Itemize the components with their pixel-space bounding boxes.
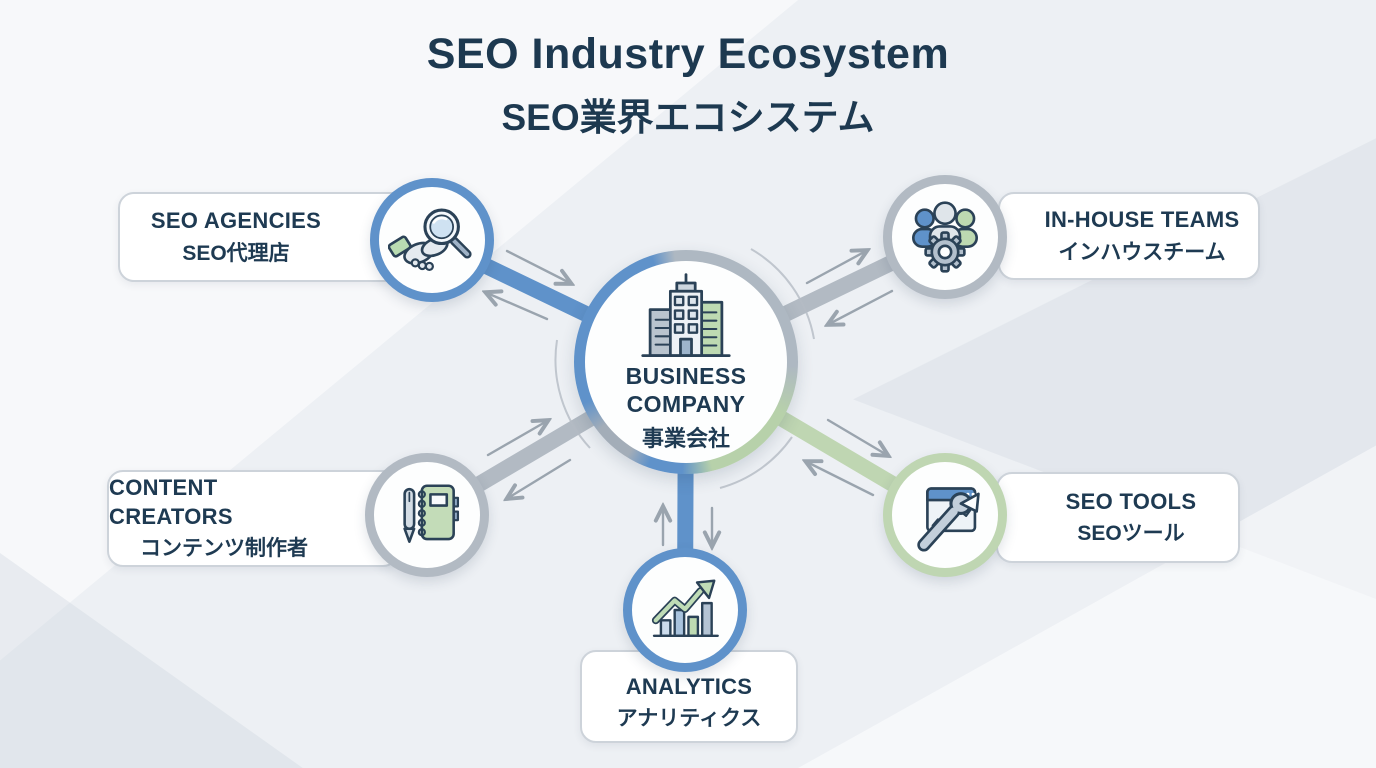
label-japanese: コンテンツ制作者 xyxy=(140,537,308,561)
handshake-search-icon xyxy=(388,208,472,272)
wrench-browser-icon xyxy=(917,487,980,552)
card-content-creators: CONTENT CREATORS コンテンツ制作者 xyxy=(107,470,399,567)
node-content-creators xyxy=(365,453,489,577)
title-english: SEO Industry Ecosystem xyxy=(426,30,950,78)
card-seo-tools: SEO TOOLS SEOツール xyxy=(996,472,1240,563)
title-japanese: SEO業界エコシステム xyxy=(501,97,875,138)
label-japanese: アナリティクス xyxy=(616,707,762,731)
arrow-to-center-from-agencies xyxy=(505,249,570,283)
label-english: IN-HOUSE TEAMS xyxy=(1044,207,1240,233)
node-business-company: BUSINESS COMPANY 事業会社 xyxy=(574,250,798,474)
pen-notebook-icon xyxy=(403,484,460,543)
center-label-english-2: COMPANY xyxy=(626,390,746,417)
team-gear-icon xyxy=(912,201,978,273)
arrow-to-center-from-inhouse xyxy=(829,289,894,324)
label-english: ANALYTICS xyxy=(625,673,753,699)
node-seo-agencies xyxy=(370,178,494,302)
card-seo-agencies: SEO AGENCIES SEO代理店 xyxy=(118,192,410,282)
arrow-to-creators xyxy=(508,458,572,498)
node-analytics xyxy=(623,548,747,672)
center-label-japanese: 事業会社 xyxy=(641,426,730,452)
label-japanese: SEO代理店 xyxy=(182,241,290,265)
center-label-english-1: BUSINESS xyxy=(625,362,747,389)
office-buildings-icon xyxy=(641,273,731,357)
arrow-to-inhouse xyxy=(805,251,866,285)
arrow-to-agencies xyxy=(487,293,549,321)
growth-chart-icon xyxy=(651,579,719,638)
diagram-title: SEO Industry Ecosystem SEO業界エコシステム xyxy=(0,30,1376,141)
node-seo-tools xyxy=(883,453,1007,577)
business-company-content: BUSINESS COMPANY 事業会社 xyxy=(585,261,787,463)
arrow-to-center-from-creators xyxy=(486,421,547,457)
label-japanese: SEOツール xyxy=(1077,522,1185,546)
label-english: CONTENT CREATORS xyxy=(109,475,233,529)
arrow-to-center-from-tools xyxy=(807,462,875,497)
node-in-house-teams xyxy=(883,175,1007,299)
label-english: SEO TOOLS xyxy=(1065,488,1197,514)
decorative-arcs xyxy=(554,248,815,489)
card-in-house-teams: IN-HOUSE TEAMS インハウスチーム xyxy=(998,192,1260,280)
label-english: SEO AGENCIES xyxy=(150,208,322,234)
label-japanese: インハウスチーム xyxy=(1058,240,1226,264)
arrow-to-tools xyxy=(826,418,887,455)
